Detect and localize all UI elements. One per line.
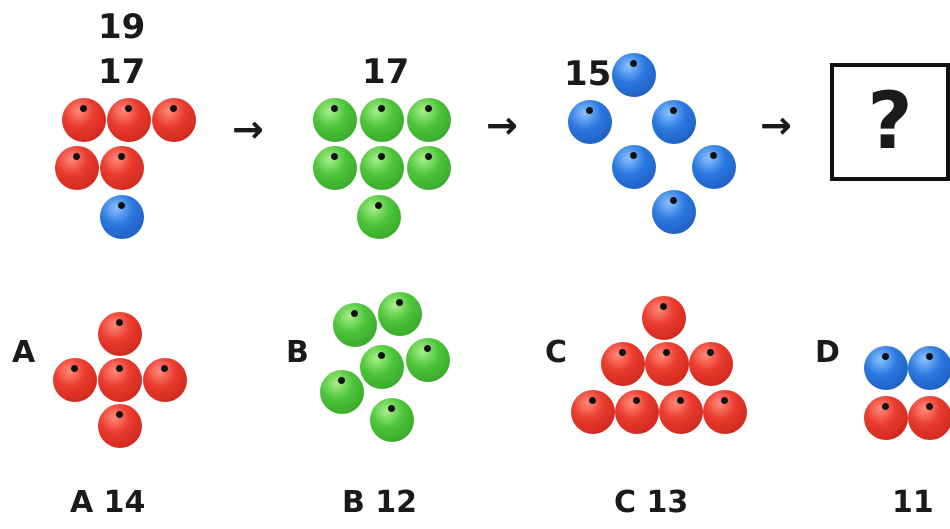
blue-ball [100,195,144,239]
green-ball [407,98,451,142]
red-ball [53,358,97,402]
red-ball [645,342,689,386]
seq-item1-top-number: 19 [98,7,146,47]
red-ball [689,342,733,386]
red-ball [98,312,142,356]
red-ball [615,390,659,434]
red-ball [62,98,106,142]
green-ball [313,98,357,142]
question-mark-icon: ? [867,77,913,167]
seq-item3-number: 15 [564,54,612,94]
arrow-icon: → [232,107,264,151]
blue-ball [612,53,656,97]
red-ball [908,396,950,440]
red-ball [143,358,187,402]
option-a-letter: A [12,335,36,370]
red-ball [55,146,99,190]
red-ball [601,342,645,386]
arrow-icon: → [486,103,518,147]
arrow-icon: → [760,103,792,147]
red-ball [152,98,196,142]
seq-item2-number: 17 [362,52,410,92]
red-ball [864,396,908,440]
blue-ball [612,145,656,189]
green-ball [333,303,377,347]
green-ball [406,338,450,382]
blue-ball [652,100,696,144]
red-ball [659,390,703,434]
green-ball [360,146,404,190]
blue-ball [908,346,950,390]
green-ball [360,98,404,142]
blue-ball [864,346,908,390]
answer-box: ? [830,63,950,181]
option-c-caption: C 13 [614,485,689,520]
blue-ball [692,145,736,189]
green-ball [357,195,401,239]
option-d-caption: 11 [892,485,934,520]
option-a-caption: A 14 [70,485,146,520]
green-ball [313,146,357,190]
option-c-letter: C [545,335,568,370]
red-ball [571,390,615,434]
green-ball [378,292,422,336]
seq-item1-number: 17 [98,52,146,92]
option-b-caption: B 12 [342,485,418,520]
red-ball [98,404,142,448]
red-ball [703,390,747,434]
red-ball [98,358,142,402]
option-b-letter: B [286,335,309,370]
green-ball [320,370,364,414]
option-d-letter: D [815,335,840,370]
red-ball [642,296,686,340]
blue-ball [568,100,612,144]
green-ball [370,398,414,442]
blue-ball [652,190,696,234]
green-ball [407,146,451,190]
red-ball [107,98,151,142]
green-ball [360,345,404,389]
red-ball [100,146,144,190]
